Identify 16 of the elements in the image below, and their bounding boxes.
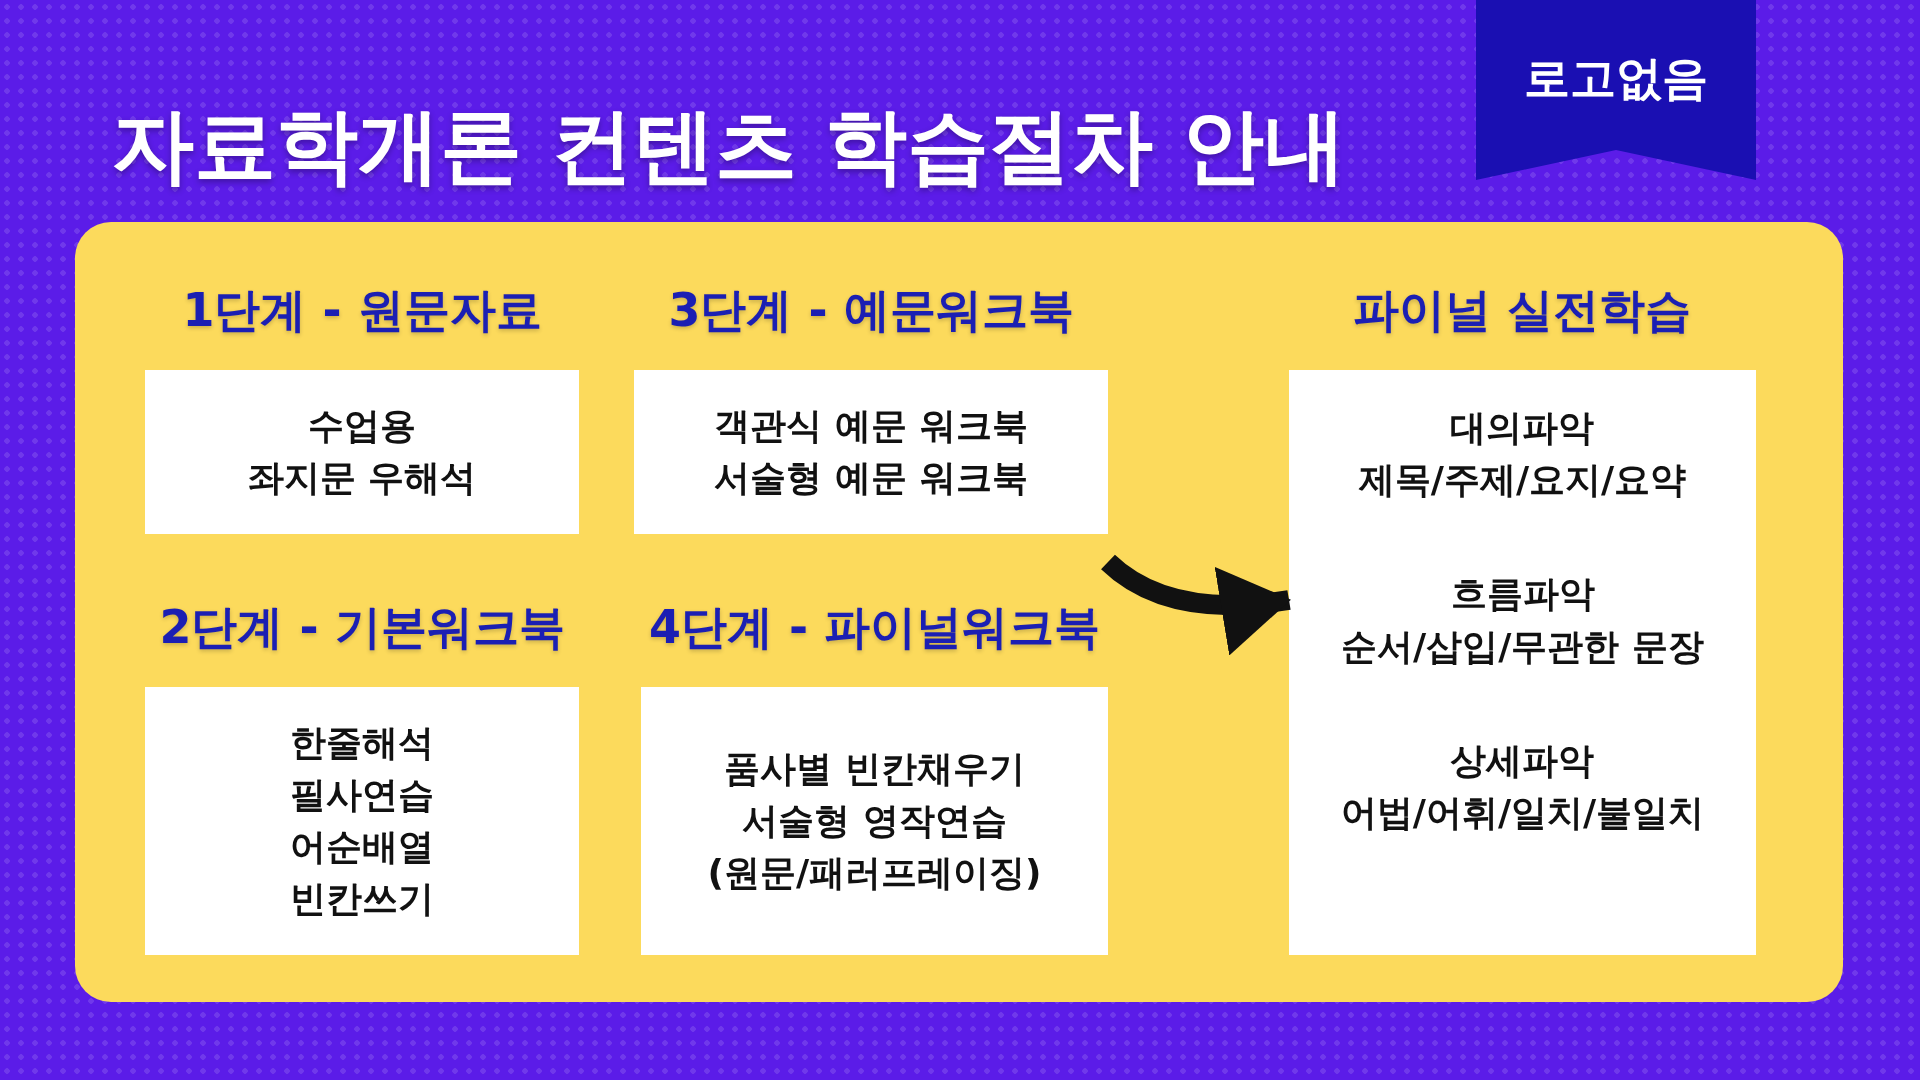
stage-heading: 2단계 - 기본워크북 <box>158 599 566 656</box>
page-title: 자료학개론 컨텐츠 학습절차 안내 <box>112 97 1346 195</box>
section-text: 흐름파악 순서/삽입/무관한 문장 <box>1341 572 1704 669</box>
box-text: 객관식 예문 워크북 서술형 예문 워크북 <box>714 403 1028 500</box>
stage-heading: 4단계 - 파이널워크북 <box>647 599 1102 656</box>
panel-background <box>75 222 1843 1002</box>
box-text: 품사별 빈칸채우기 서술형 영작연습 (원문/패러프레이징) <box>707 746 1042 896</box>
section-text: 대의파악 제목/주제/요지/요약 <box>1358 406 1687 503</box>
box-text: 수업용 좌지문 우해석 <box>247 403 477 500</box>
ribbon-label: 로고없음 <box>1523 50 1709 107</box>
box-text: 한줄해석 필사연습 어순배열 빈칸쓰기 <box>290 720 434 922</box>
stage-heading: 1단계 - 원문자료 <box>181 282 543 339</box>
stage-heading: 3단계 - 예문워크북 <box>667 282 1075 339</box>
stage-heading: 파이널 실전학습 <box>1352 282 1693 339</box>
section-text: 상세파악 어법/어휘/일치/불일치 <box>1340 738 1705 835</box>
curved-arrow <box>1101 554 1291 655</box>
